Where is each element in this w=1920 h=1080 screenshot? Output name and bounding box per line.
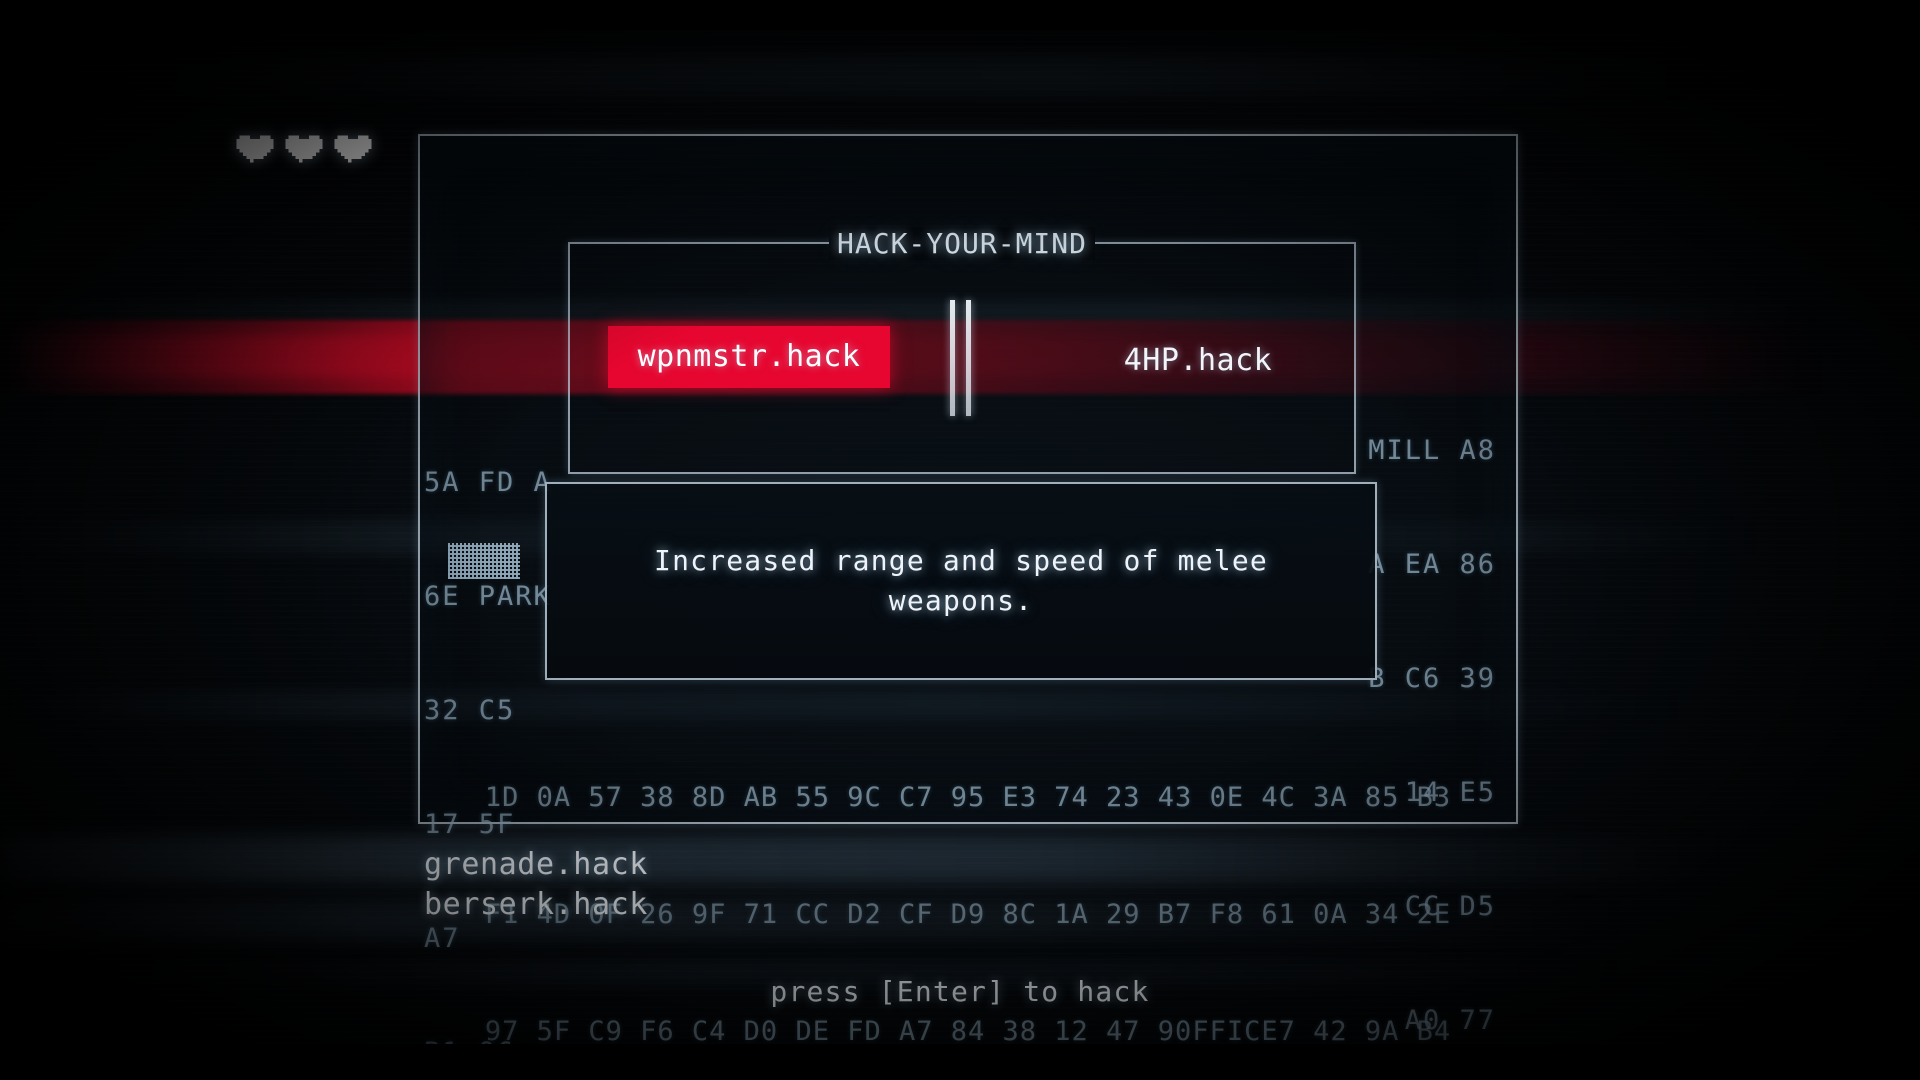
heart-icon: [285, 132, 323, 166]
description-box: Increased range and speed of melee weapo…: [545, 482, 1377, 680]
cursor-bar-right: [966, 300, 971, 416]
menu-item-selected[interactable]: wpnmstr.hack: [608, 326, 890, 388]
installed-hacks-list: grenade.hack berserk.hack: [424, 845, 648, 925]
list-item[interactable]: berserk.hack: [424, 887, 648, 922]
double-bar-cursor-icon: [950, 300, 971, 416]
menu-item-next[interactable]: 4HP.hack: [1123, 343, 1273, 378]
letterbox-bottom: [0, 1044, 1920, 1080]
glitch-dither-block: [448, 543, 520, 579]
heart-icon: [236, 132, 274, 166]
hex-row: A EA 86: [1368, 549, 1496, 580]
hex-row: MILL A8: [1368, 435, 1496, 466]
letterbox-top: [0, 0, 1920, 30]
cursor-bar-left: [950, 300, 955, 416]
hex-row: 5A FD A: [424, 467, 552, 498]
page-title: HACK-YOUR-MIND: [828, 227, 1096, 260]
health-bar: [236, 132, 372, 166]
hex-row: 6E PARK: [424, 581, 552, 612]
list-item[interactable]: grenade.hack: [424, 847, 648, 882]
hex-row: 1D 0A 57 38 8D AB 55 9C C7 95 E3 74 23 4…: [484, 782, 1452, 813]
description-text: Increased range and speed of melee weapo…: [654, 544, 1268, 617]
hex-row: B C6 39: [1368, 663, 1496, 694]
footer-prompt: press [Enter] to hack: [770, 975, 1150, 1008]
heart-icon: [334, 132, 372, 166]
